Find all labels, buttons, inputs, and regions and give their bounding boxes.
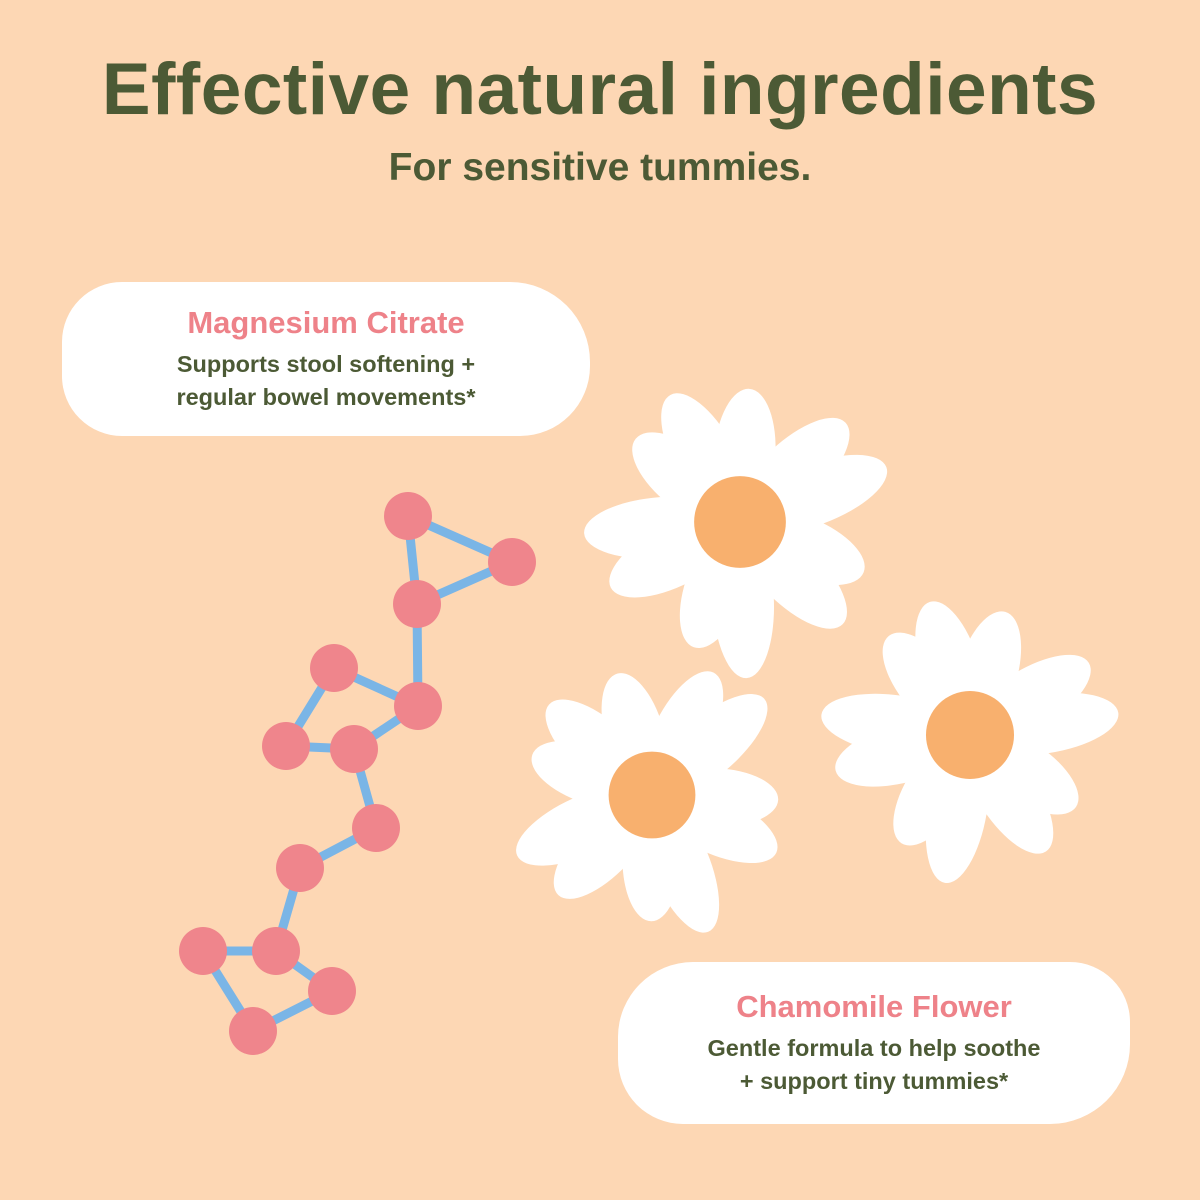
molecule-atom [310, 644, 358, 692]
ingredient-description-line: Supports stool softening + [176, 351, 476, 377]
chamomile-flower-icon [516, 671, 779, 933]
ingredient-card-chamomile-flower: Chamomile Flower Gentle formula to help … [618, 962, 1130, 1124]
ingredient-description: Gentle formula to help soothe + support … [708, 1032, 1041, 1098]
molecule-atom [252, 927, 300, 975]
chamomile-flower-icon [821, 601, 1119, 884]
ingredient-description-line: Gentle formula to help soothe [707, 1035, 1041, 1061]
molecule-atom [308, 967, 356, 1015]
ingredient-card-magnesium-citrate: Magnesium Citrate Supports stool softeni… [62, 282, 590, 436]
molecule-atom [393, 580, 441, 628]
molecule-icon [179, 492, 536, 1055]
flower-center [925, 690, 1015, 780]
ingredient-title: Chamomile Flower [736, 989, 1012, 1024]
molecule-atom [330, 725, 378, 773]
molecule-atom [488, 538, 536, 586]
molecule-atom [384, 492, 432, 540]
ingredient-title: Magnesium Citrate [187, 305, 465, 340]
molecule-atom [276, 844, 324, 892]
molecule-atom [179, 927, 227, 975]
molecule-atom [262, 722, 310, 770]
molecule-atom [394, 682, 442, 730]
chamomile-flower-icon [584, 388, 888, 679]
flower-center [694, 476, 786, 568]
ingredient-description-line: regular bowel movements* [176, 384, 476, 410]
page-subtitle: For sensitive tummies. [388, 146, 812, 189]
molecule-atom [229, 1007, 277, 1055]
chamomile-flowers [516, 388, 1119, 933]
molecule-atom [352, 804, 400, 852]
ingredient-description-line: + support tiny tummies* [739, 1068, 1009, 1094]
ingredient-description: Supports stool softening + regular bowel… [176, 348, 475, 414]
flower-center [608, 751, 696, 839]
page-title: Effective natural ingredients [101, 49, 1099, 130]
